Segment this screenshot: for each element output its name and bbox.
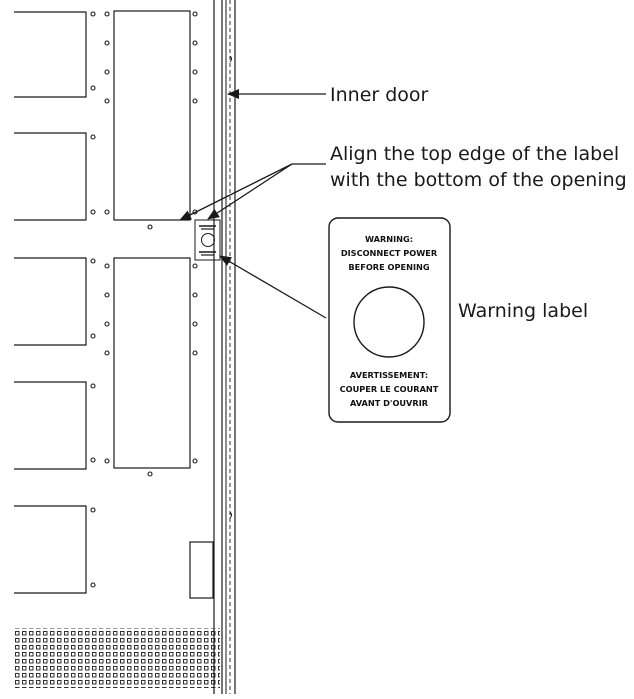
label-fr-line3: AVANT D'OUVRIR	[350, 398, 429, 408]
left-panel-5	[14, 505, 87, 594]
upper-opening	[113, 10, 191, 221]
left-panels	[14, 11, 87, 594]
label-in-position	[194, 219, 221, 261]
align-leader-2	[207, 163, 293, 220]
label-hole	[353, 286, 425, 358]
warning-label-callout: Warning label	[458, 300, 589, 322]
align-callout-line2: with the bottom of the opening	[330, 169, 627, 191]
inner-door-callout: Inner door	[330, 84, 429, 106]
lower-opening	[113, 257, 191, 469]
label-en-line2: DISCONNECT POWER	[341, 248, 438, 258]
center-openings	[113, 10, 214, 599]
warning-label-detail: WARNING: DISCONNECT POWER BEFORE OPENING…	[328, 217, 451, 423]
label-en-line1: WARNING:	[365, 234, 413, 244]
left-panel-3	[14, 257, 87, 346]
warning-label-leader	[219, 255, 327, 319]
leader-lines	[179, 89, 327, 319]
small-panel	[189, 541, 214, 599]
door-frame	[213, 0, 236, 694]
left-panel-2	[14, 132, 87, 221]
mounting-holes	[90, 11, 198, 588]
left-panel-1	[14, 11, 87, 98]
label-fr-line1: AVERTISSEMENT:	[350, 370, 428, 380]
vent-grid	[14, 628, 220, 688]
left-panel-4	[14, 381, 87, 470]
label-en-line3: BEFORE OPENING	[348, 262, 429, 272]
align-leader-1	[179, 163, 293, 221]
label-fr-line2: COUPER LE COURANT	[340, 384, 439, 394]
align-callout-line1: Align the top edge of the label	[330, 143, 620, 165]
